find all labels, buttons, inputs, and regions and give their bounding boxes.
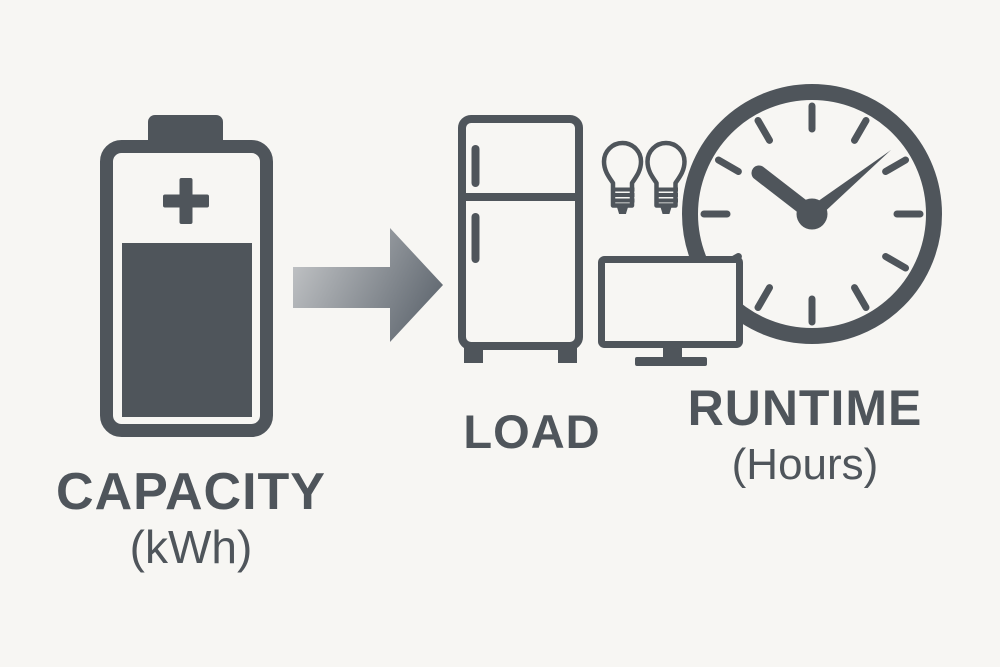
lightbulb-icon xyxy=(645,140,687,214)
refrigerator-icon xyxy=(458,115,583,363)
tv-icon xyxy=(598,256,743,366)
runtime-unit-label: (Hours) xyxy=(731,440,879,489)
lightbulb-icon xyxy=(601,140,644,214)
plus-icon xyxy=(163,178,209,224)
capacity-unit-label: (kWh) xyxy=(129,521,253,573)
clock-minute-hand xyxy=(807,150,891,220)
runtime-label: RUNTIME xyxy=(687,380,923,436)
clock-center-dot xyxy=(796,198,828,230)
load-label: LOAD xyxy=(463,405,601,458)
capacity-label: CAPACITY xyxy=(56,463,326,521)
right-arrow-icon xyxy=(293,228,443,342)
battery-icon xyxy=(100,115,273,437)
battery-charge-fill xyxy=(122,243,252,417)
